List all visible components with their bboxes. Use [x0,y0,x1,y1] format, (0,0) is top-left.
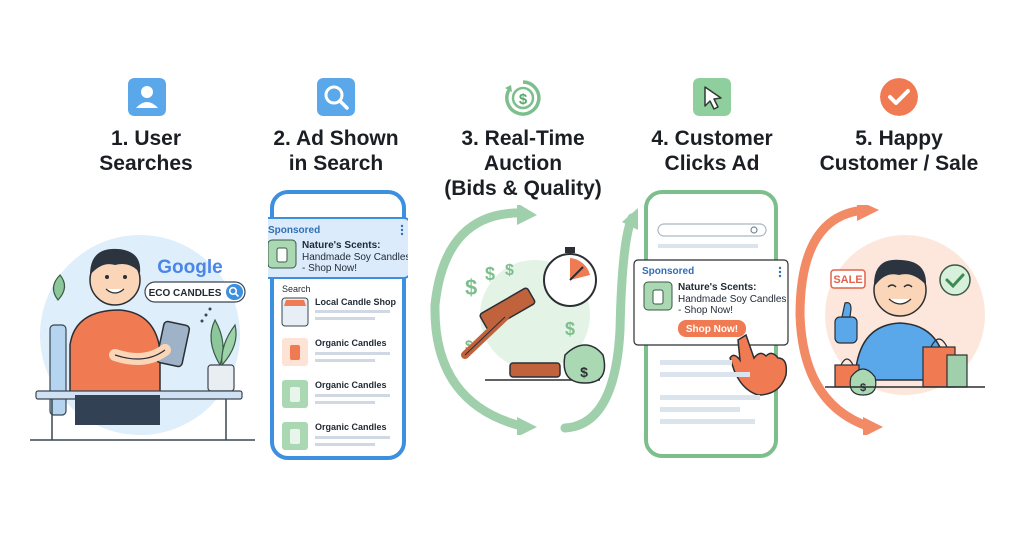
user-icon [128,78,166,116]
dollar-icon: $ [465,275,477,300]
svg-text:$: $ [860,382,866,394]
step-title-1: 1. User Searches [99,127,193,175]
list-item[interactable]: Organic Candles [282,338,390,366]
flow-arrow-icon [517,417,537,435]
sponsored-ad-card[interactable] [633,259,789,346]
step-title-4: 4. Customer Clicks Ad [651,127,773,175]
gavel-icon [461,287,536,359]
search-icon [317,78,355,116]
step-title-2: 2. Ad Shown in Search [273,127,399,175]
search-icon [228,286,238,296]
result-title: Organic Candles [315,422,387,432]
step-title-3: 3. Real-Time Auction (Bids & Quality) [444,127,602,200]
ad-title: Nature's Scents: [302,240,381,251]
search-icon [750,226,758,234]
ad-line-2: Handmade Soy Candles [302,252,408,263]
ad-line-3: - Shop Now! [678,305,733,316]
ad-title: Nature's Scents: [678,282,757,293]
svg-text:$: $ [519,91,528,108]
result-title: Organic Candles [315,380,387,390]
sale-tag-text: SALE [833,274,862,286]
flow-arrow-icon [863,417,883,435]
check-badge-icon [939,264,971,296]
thumbs-up-icon [834,302,858,344]
ad-line-3: - Shop Now! [302,263,357,274]
dollar-icon: $ [485,264,495,284]
shop-now-label: Shop Now! [686,324,738,335]
shopping-bag-icon [922,338,968,388]
auction-scene: $ $ $ $ $ $ [430,205,606,435]
dollar-cycle-icon: $ [505,80,541,116]
sale-tag [830,269,866,289]
search-input[interactable] [657,223,767,237]
shop-now-button[interactable] [678,320,746,337]
dollar-icon: $ [505,262,514,279]
sponsored-ad-card[interactable] [268,217,408,279]
happy-customer-scene: SALE $ [795,205,985,435]
list-item[interactable]: Organic Candles [282,380,390,408]
phone-ad-click: Sponsored Nature's Scents: Handmade Soy … [633,190,789,458]
result-title: Local Candle Shop [315,297,397,307]
dollar-icon: $ [465,337,473,353]
money-bag-icon: $ [563,344,606,384]
flow-arrow-right [560,208,638,433]
result-title: Organic Candles [315,338,387,348]
ad-line-2: Handmade Soy Candles [678,294,786,305]
flow-arrow-icon [857,205,879,221]
phone-search-results: Sponsored Nature's Scents: Handmade Soy … [268,190,408,460]
google-logo-text: Google [157,257,222,278]
list-item[interactable]: Organic Candles [282,422,390,450]
money-bag-icon: $ [849,368,877,396]
list-item[interactable]: Local Candle Shop [281,297,397,327]
flow-arrow-icon [517,205,537,225]
svg-text:$: $ [580,364,588,380]
search-box [144,281,246,303]
sponsored-label: Sponsored [268,225,320,236]
dollar-icon: $ [565,319,575,339]
sponsored-label: Sponsored [642,266,694,277]
cursor-icon [693,78,731,116]
user-searching-scene: Google ECO CANDLES [30,235,255,441]
search-query-text: ECO CANDLES [149,288,222,299]
hand-pointer-icon [729,333,788,396]
search-section-label: Search [282,284,311,294]
flow-arrow-icon [622,208,638,230]
step-title-5: 5. Happy Customer / Sale [819,127,979,175]
checkmark-icon [880,78,918,116]
